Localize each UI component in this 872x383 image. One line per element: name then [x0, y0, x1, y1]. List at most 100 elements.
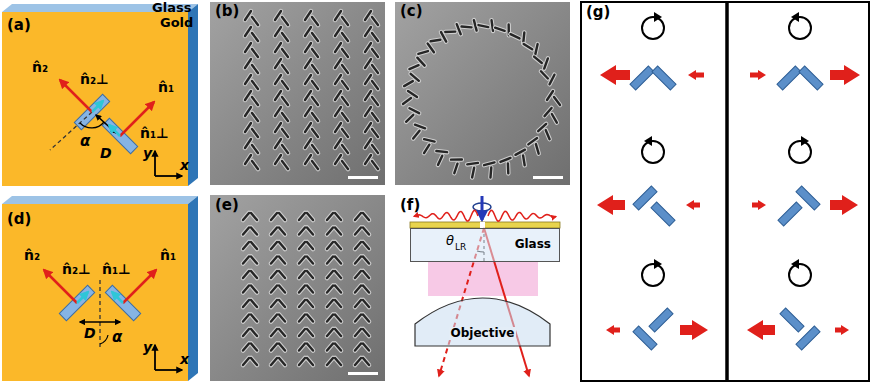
slit-hole [252, 65, 258, 73]
sem-slit-unit [335, 155, 348, 169]
slit-hole [252, 33, 258, 41]
slit-edge [355, 213, 361, 220]
slit-hole [243, 300, 249, 307]
sem-slit-unit [355, 344, 369, 351]
sem-slit-unit [403, 91, 417, 104]
slit-edge [251, 358, 257, 365]
slit-edge [243, 213, 249, 220]
slit-hole [282, 65, 288, 73]
slit-edge [271, 242, 277, 249]
spin-icon [642, 141, 664, 163]
slit-edge [312, 129, 318, 137]
sem-slit-unit [305, 75, 318, 89]
axis-label: y [143, 340, 152, 354]
slit-hole [282, 49, 288, 57]
slit-edge [307, 257, 313, 264]
sem-slit-unit [305, 91, 318, 105]
slit-hole [305, 27, 311, 36]
material-label: Gold [160, 16, 193, 29]
slit-hole [275, 27, 281, 36]
sem-slit-unit [299, 228, 313, 235]
slit-hole [305, 43, 311, 52]
glass-substrate: Glass [410, 228, 560, 262]
sem-slit-unit [245, 107, 258, 121]
sem-slit-unit [418, 42, 436, 59]
slit-edge [305, 107, 311, 116]
slit-hole [307, 257, 313, 264]
slit-edge [342, 129, 348, 137]
slit-edge [510, 31, 519, 41]
slit-edge [355, 257, 361, 264]
slit-edge [245, 155, 251, 164]
slit-edge [243, 344, 249, 351]
slit-hole [271, 315, 277, 322]
slit-edge [365, 107, 371, 116]
slit-edge [245, 59, 251, 68]
slit-hole [271, 358, 277, 365]
axis-arrow [155, 369, 182, 371]
slit-edge [342, 81, 348, 89]
slit-hole [355, 300, 361, 307]
sem-slit-unit [335, 43, 348, 57]
slit-edge [271, 358, 277, 365]
slit-edge [307, 315, 313, 322]
slit-edge [327, 315, 333, 322]
slit-edge [342, 145, 348, 153]
slit-hole [245, 107, 251, 116]
slit-edge [355, 300, 361, 307]
slit-hole [486, 168, 496, 178]
slit-hole [251, 286, 257, 293]
divider-line [725, 2, 729, 381]
slit-edge [282, 17, 288, 25]
slit-hole [279, 358, 285, 365]
slit-edge [335, 358, 341, 365]
slit-edge [305, 139, 311, 148]
slit-edge [275, 43, 281, 52]
slit-edge [282, 145, 288, 153]
slit-edge [355, 242, 361, 249]
slit-edge [478, 21, 488, 31]
directional-arrow [750, 70, 766, 80]
sem-slit-unit [271, 344, 285, 351]
slit-edge [243, 300, 249, 307]
tangent-vector-arrow [112, 292, 123, 303]
slit-edge [372, 97, 378, 105]
slit-edge [245, 123, 251, 132]
slit-edge [312, 33, 318, 41]
slit-edge [245, 27, 251, 36]
slit-hole [365, 43, 371, 52]
slit-hole [252, 161, 258, 169]
slit-edge [305, 59, 311, 68]
sem-slit-unit [245, 75, 258, 89]
slit-hole [252, 17, 258, 25]
scale-bar [533, 176, 563, 179]
slit-hole [409, 63, 418, 71]
sem-slit-unit [271, 300, 285, 307]
slit-hole [372, 113, 378, 121]
sem-slit-unit [245, 155, 258, 169]
slit-edge [335, 242, 341, 249]
angle-label: θ [446, 234, 454, 247]
slit-edge [342, 49, 348, 57]
slit-edge [271, 315, 277, 322]
slit-hole [405, 115, 414, 122]
dimension-label: D [100, 146, 112, 160]
slit-edge [335, 344, 341, 351]
sem-slit-unit [275, 27, 288, 41]
slit-edge [305, 123, 311, 132]
slit-edge [533, 144, 541, 154]
slit-edge [365, 11, 371, 20]
sem-slit-unit [299, 257, 313, 264]
angle-arc [100, 335, 108, 344]
slit-edge [547, 91, 553, 100]
spin-arrowhead [791, 12, 799, 22]
slit-edge [251, 242, 257, 249]
slit-hole [355, 228, 361, 235]
vector-label: n̂₂⊥ [62, 262, 91, 276]
sem-slit-unit [355, 242, 369, 249]
spin-icon [789, 264, 811, 286]
slit-hole [282, 81, 288, 89]
sem-slit-unit [299, 271, 313, 278]
slit-hole [307, 315, 313, 322]
sem-slit-unit [365, 59, 378, 73]
